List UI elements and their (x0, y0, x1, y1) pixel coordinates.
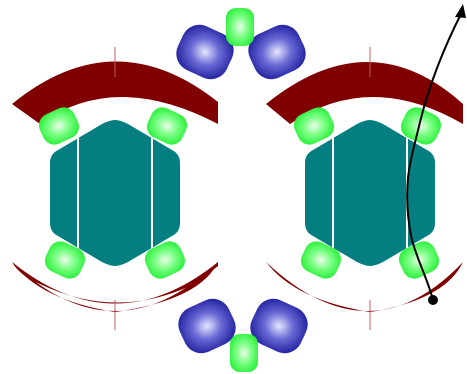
green-pad (146, 107, 188, 145)
arc-bottom-left (12, 262, 218, 304)
arc-bottom-left-fill (12, 262, 218, 312)
unit-left (12, 47, 218, 330)
start-dot-icon (428, 295, 438, 305)
blue-pad (250, 298, 308, 354)
green-pad (226, 8, 254, 46)
blue-pad (248, 24, 306, 80)
trajectory (406, 4, 466, 305)
blue-pad (178, 298, 236, 354)
green-pad (400, 107, 442, 145)
green-pad (300, 241, 342, 279)
hexagon-core-right (305, 120, 435, 266)
center-top-cluster (176, 8, 306, 80)
blue-pad (176, 24, 234, 80)
arrow-head-icon (455, 4, 466, 18)
hexagon-core-left (50, 120, 180, 266)
unit-right (266, 47, 463, 330)
trajectory-path (406, 11, 463, 301)
green-pad (230, 334, 258, 372)
green-pad (44, 241, 86, 279)
green-pad (38, 107, 80, 145)
green-pad (293, 107, 335, 145)
green-pad (144, 241, 186, 279)
center-bottom-cluster (178, 298, 308, 372)
